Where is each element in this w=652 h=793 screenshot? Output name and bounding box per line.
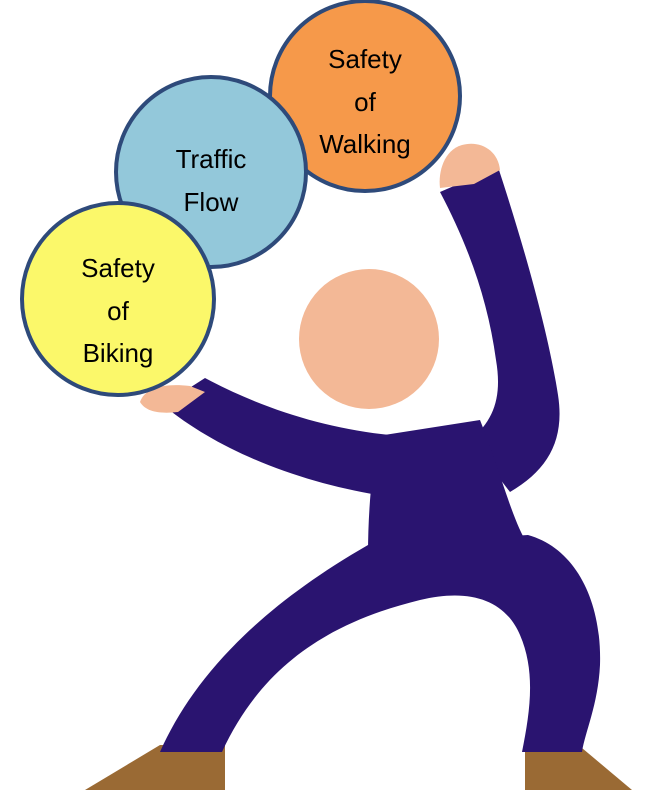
biking-label-line3: Biking xyxy=(83,338,154,368)
right-shoe xyxy=(525,748,632,790)
walking-label-line1: Safety xyxy=(328,44,402,74)
walking-label-line3: Walking xyxy=(319,129,411,159)
safety-of-biking-circle: Safety of Biking xyxy=(22,203,214,395)
legs xyxy=(160,535,600,752)
traffic-label-line2: Flow xyxy=(184,187,239,217)
biking-label-line2: of xyxy=(107,296,129,326)
head xyxy=(299,269,439,409)
traffic-label-line1: Traffic xyxy=(176,144,247,174)
walking-label-line2: of xyxy=(354,87,376,117)
biking-label-line1: Safety xyxy=(81,253,155,283)
